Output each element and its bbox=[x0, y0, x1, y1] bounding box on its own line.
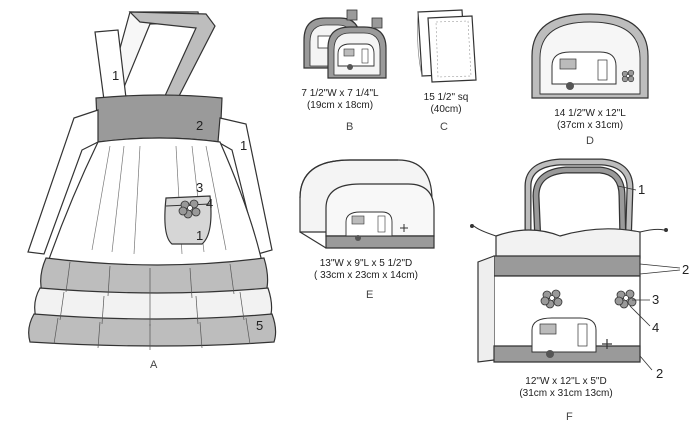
apron-callout-1-strap: 1 bbox=[112, 68, 119, 83]
view-d-dims-metric: (37cm x 31cm) bbox=[557, 120, 623, 131]
view-e-dims-metric: ( 33cm x 23cm x 14cm) bbox=[314, 270, 418, 281]
view-b-dims-imperial: 7 1/2"W x 7 1/4"L bbox=[301, 88, 379, 99]
appliance-cover-illustration: 14 1/2"W x 12"L (37cm x 31cm) D bbox=[531, 13, 649, 147]
tote-flower-icon-right bbox=[614, 289, 637, 309]
view-d-dims-imperial: 14 1/2"W x 12"L bbox=[554, 108, 626, 119]
tote-bag-illustration: 1 2 3 4 2 12"W x 12"L x 5"D (31cm x 31cm… bbox=[470, 158, 689, 423]
tote-top-band bbox=[493, 255, 641, 277]
camper-trailer-icon bbox=[531, 317, 612, 358]
view-c-dims-imperial: 15 1/2" sq bbox=[424, 92, 469, 103]
view-e-dims-imperial: 13"W x 9"L x 5 1/2"D bbox=[320, 258, 413, 269]
camper-trailer-icon bbox=[345, 211, 408, 241]
apron-callout-5: 5 bbox=[256, 318, 263, 333]
apron-ruffle-3 bbox=[28, 313, 277, 347]
apron-skirt bbox=[47, 137, 263, 270]
apron-callout-4: 4 bbox=[206, 196, 213, 211]
apron-illustration: 1 2 1 3 4 1 5 A bbox=[27, 11, 277, 371]
view-letter-c: C bbox=[440, 121, 448, 133]
bread-box-cover-illustration: 13"W x 9"L x 5 1/2"D ( 33cm x 23cm x 14c… bbox=[299, 159, 435, 301]
view-letter-a: A bbox=[150, 359, 158, 371]
view-f-dims-metric: (31cm x 31cm 13cm) bbox=[519, 388, 612, 399]
tote-callout-1: 1 bbox=[638, 182, 645, 197]
apron-callout-3: 3 bbox=[196, 180, 203, 195]
apron-flower-icon bbox=[178, 199, 201, 219]
tote-callout-2-bottom: 2 bbox=[656, 366, 663, 381]
apron-callout-1-tie: 1 bbox=[240, 138, 247, 153]
toaster-cover-illustration: 7 1/2"W x 7 1/4"L (19cm x 18cm) B bbox=[301, 9, 387, 133]
tote-callout-4: 4 bbox=[652, 320, 659, 335]
tote-flower-icon-left bbox=[540, 289, 563, 309]
view-letter-b: B bbox=[346, 121, 353, 133]
tote-drawstring-liner bbox=[495, 228, 641, 263]
tote-callout-2-top: 2 bbox=[682, 262, 689, 277]
apron-callout-2-waistband: 2 bbox=[196, 118, 203, 133]
camper-trailer-icon bbox=[551, 51, 617, 90]
flower-icon bbox=[621, 69, 635, 83]
view-f-dims-imperial: 12"W x 12"L x 5"D bbox=[525, 376, 606, 387]
view-letter-e: E bbox=[366, 289, 373, 301]
view-letter-f: F bbox=[566, 411, 573, 423]
view-letter-d: D bbox=[586, 135, 594, 147]
view-b-dims-metric: (19cm x 18cm) bbox=[307, 100, 373, 111]
apron-pocket bbox=[164, 195, 212, 245]
tote-callout-3: 3 bbox=[652, 292, 659, 307]
apron-bib-strap-left bbox=[94, 29, 127, 101]
view-c-dims-metric: (40cm) bbox=[430, 104, 461, 115]
napkin-stack-illustration: 15 1/2" sq (40cm) C bbox=[417, 9, 477, 133]
camper-trailer-icon bbox=[337, 43, 375, 70]
apron-callout-1-pocket: 1 bbox=[196, 228, 203, 243]
